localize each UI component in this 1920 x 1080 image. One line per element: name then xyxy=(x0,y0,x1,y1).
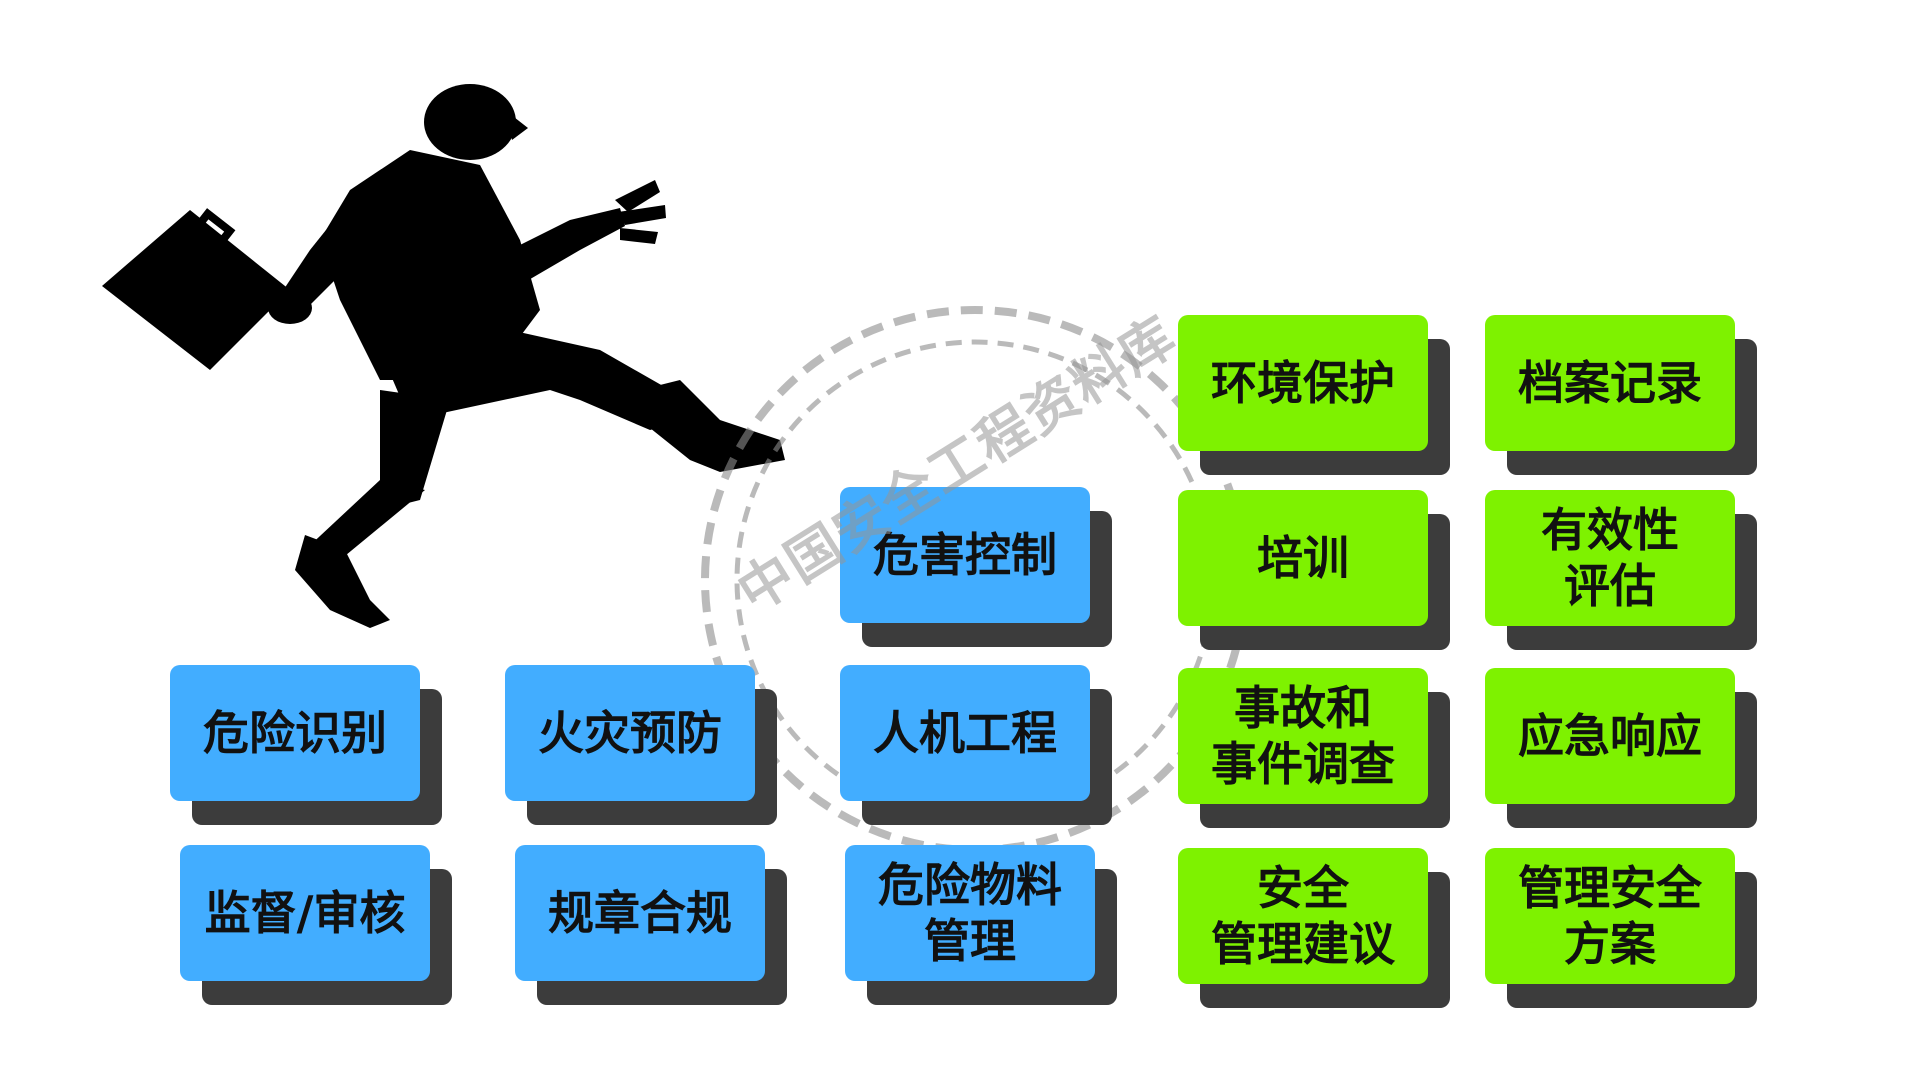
box-ergonomics: 人机工程 xyxy=(840,665,1090,801)
box-compliance: 规章合规 xyxy=(515,845,765,981)
box-hazard-control: 危害控制 xyxy=(840,487,1090,623)
box-safety-management-plan: 管理安全 方案 xyxy=(1485,848,1735,984)
box-environmental-protection: 环境保护 xyxy=(1178,315,1428,451)
box-incident-investigation: 事故和 事件调查 xyxy=(1178,668,1428,804)
box-effectiveness-evaluation: 有效性 评估 xyxy=(1485,490,1735,626)
box-safety-management-advice: 安全 管理建议 xyxy=(1178,848,1428,984)
box-hazardous-materials: 危险物料 管理 xyxy=(845,845,1095,981)
box-hazard-identification: 危险识别 xyxy=(170,665,420,801)
box-training: 培训 xyxy=(1178,490,1428,626)
box-emergency-response: 应急响应 xyxy=(1485,668,1735,804)
box-records: 档案记录 xyxy=(1485,315,1735,451)
box-fire-prevention: 火灾预防 xyxy=(505,665,755,801)
box-supervision-audit: 监督/审核 xyxy=(180,845,430,981)
businessman-running-icon xyxy=(102,84,785,628)
